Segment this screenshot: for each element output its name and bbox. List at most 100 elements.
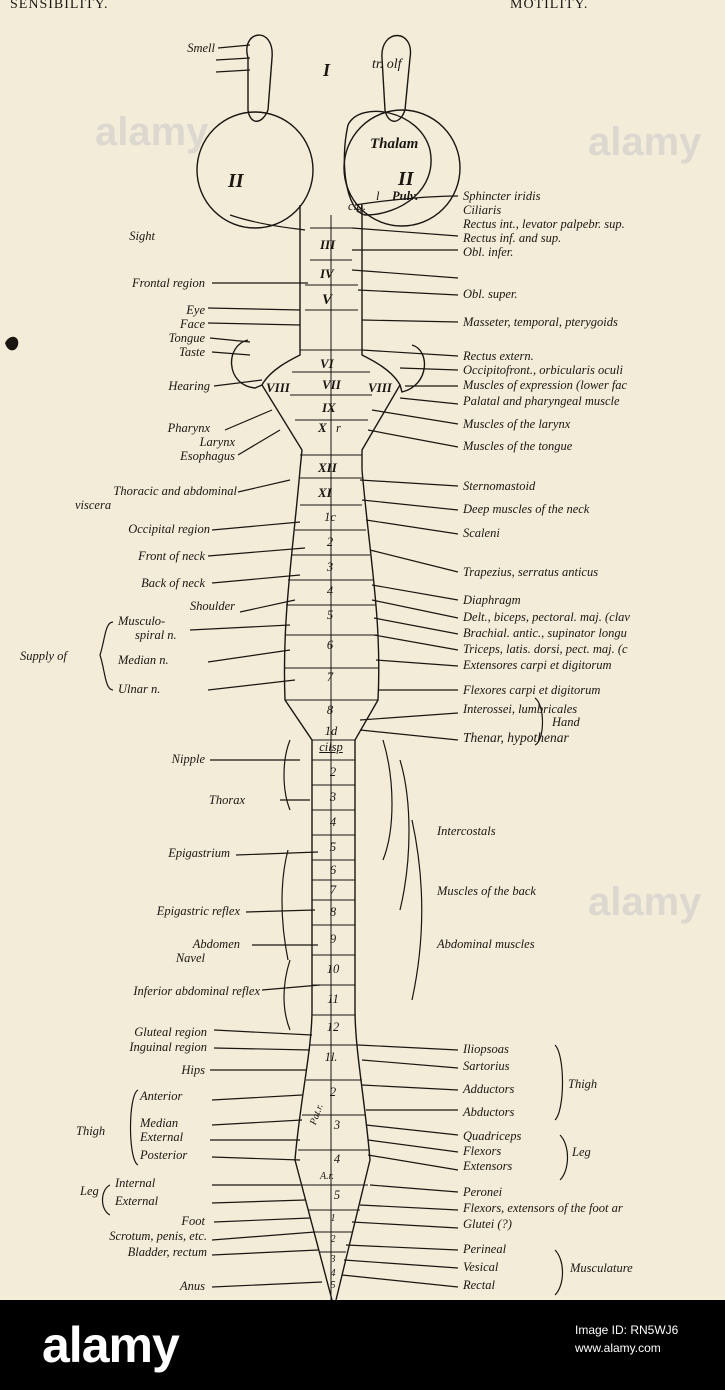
nucleus-x: X (318, 420, 327, 435)
label-muscles-expression: Muscles of expression (lower fac (463, 378, 628, 392)
label-esophagus: Esophagus (180, 449, 235, 463)
label-anus: Anus (180, 1279, 205, 1293)
label-trapezius: Trapezius, serratus anticus (463, 565, 599, 579)
ankle-reflex-label: A.r. (320, 1171, 334, 1182)
label-rectus-int: Rectus int., levator palpebr. sup. (463, 217, 625, 231)
label-spiral-n: spiral n. (135, 628, 177, 642)
label-thigh-posterior: Posterior (140, 1148, 188, 1162)
label-interossei: Interossei, lumbricales (463, 702, 578, 716)
label-abdomen: Abdomen (192, 937, 240, 951)
label-abductors: Abductors (463, 1105, 515, 1119)
label-palatal-pharyngeal: Palatal and pharyngeal muscle (463, 394, 620, 408)
label-hearing: Hearing (168, 379, 210, 393)
label-occipital-region: Occipital region (128, 522, 210, 536)
label-motor-leg: Leg (572, 1145, 591, 1159)
label-bladder-rectum: Bladder, rectum (127, 1245, 207, 1259)
label-pharynx: Pharynx (167, 421, 210, 435)
segment-s4: 4 (330, 1268, 336, 1279)
label-rectus-inf-sup: Rectus inf. and sup. (463, 231, 562, 245)
corpus-geniculatum-label: c.g. (348, 199, 367, 213)
label-rectus-extern: Rectus extern. (463, 349, 534, 363)
label-nipple: Nipple (171, 752, 205, 766)
label-obl-infer: Obl. infer. (463, 245, 514, 259)
label-navel: Navel (175, 951, 205, 965)
label-foot-flexors-extensors: Flexors, extensors of the foot ar (463, 1201, 623, 1215)
segment-t2: 2 (329, 765, 337, 779)
label-epigastric-reflex: Epigastric reflex (156, 904, 240, 918)
label-hand: Hand (552, 715, 580, 729)
label-ulnar-n: Ulnar n. (118, 682, 161, 696)
segment-t5: 5 (329, 840, 337, 854)
label-musculature: Musculature (570, 1261, 633, 1275)
label-glutei: Glutei (?) (463, 1217, 512, 1231)
label-thoracic-abdominal: Thoracic and abdominal (113, 484, 237, 498)
label-sartorius: Sartorius (463, 1059, 510, 1073)
label-median-n: Median n. (118, 653, 169, 667)
pulvinar-label: Pulv. (392, 189, 419, 203)
nucleus-iii: III (320, 237, 336, 252)
watermark-right-mid: alamy (588, 880, 702, 924)
label-deltoid: Delt., biceps, pectoral. maj. (clav (463, 610, 630, 624)
olfactory-numeral: I (323, 60, 331, 80)
label-gluteal-region: Gluteal region (134, 1025, 207, 1039)
segment-l5: 5 (333, 1188, 341, 1202)
label-deep-neck-muscles: Deep muscles of the neck (463, 502, 590, 516)
nucleus-ix: IX (322, 400, 336, 415)
label-sight: Sight (129, 229, 155, 243)
nucleus-v: V (322, 292, 333, 308)
segment-l3: 3 (333, 1118, 341, 1132)
label-thigh-median: Median (140, 1116, 179, 1130)
segment-t10: 10 (326, 962, 340, 976)
label-musculo: Musculo- (118, 614, 166, 628)
segment-c4: 4 (326, 584, 334, 598)
nucleus-viii-right: VIII (368, 380, 392, 395)
watermark-top: alamy (95, 110, 209, 154)
label-extensors: Extensors (463, 1159, 513, 1173)
label-flexores-carpi: Flexores carpi et digitorum (463, 683, 601, 697)
segment-t7: 7 (329, 883, 337, 897)
segment-c2: 2 (326, 535, 334, 549)
watermark-right-top: alamy (588, 120, 702, 164)
label-masseter: Masseter, temporal, pterygoids (463, 315, 618, 329)
alamy-logo: alamy (42, 1317, 180, 1373)
segment-t4: 4 (329, 815, 337, 829)
segment-l2: 2 (329, 1085, 337, 1099)
motility-header: MOTILITY. (510, 0, 589, 12)
label-larynx: Larynx (199, 435, 235, 449)
ink-blot (5, 336, 19, 351)
label-intercostals: Intercostals (437, 824, 496, 838)
label-thigh-external: External (140, 1130, 184, 1144)
label-motor-thigh: Thigh (568, 1077, 598, 1091)
label-rectal: Rectal (463, 1278, 495, 1292)
label-peronei: Peronei (463, 1185, 503, 1199)
label-perineal: Perineal (463, 1242, 507, 1256)
nucleus-xi: XI (318, 485, 332, 500)
nucleus-vi: VI (320, 356, 334, 371)
label-supply-of: Supply of (20, 649, 67, 663)
label-shoulder: Shoulder (189, 599, 235, 613)
stock-footer-bar (0, 1300, 725, 1390)
segment-t12: 12 (326, 1020, 340, 1034)
segment-s1: 1 (330, 1213, 336, 1224)
optic-numeral-right: II (398, 168, 414, 190)
label-extensores-carpi: Extensores carpi et digitorum (463, 658, 612, 672)
label-inferior-abdominal-reflex: Inferior abdominal reflex (133, 984, 260, 998)
segment-l1: 1l. (324, 1050, 338, 1064)
label-eye: Eye (186, 303, 205, 317)
site-url: www.alamy.com (575, 1341, 661, 1355)
segment-t1: 1d (324, 724, 338, 738)
label-abdominal-muscles: Abdominal muscles (437, 937, 535, 951)
label-triceps: Triceps, latis. dorsi, pect. maj. (c (463, 642, 628, 656)
segment-c3: 3 (326, 560, 334, 574)
label-thigh: Thigh (76, 1124, 106, 1138)
segment-s3: 3 (330, 1254, 336, 1265)
label-leg-internal: Internal (115, 1176, 156, 1190)
label-inguinal-region: Inguinal region (129, 1040, 207, 1054)
label-smell: Smell (187, 41, 215, 55)
segment-ciliospinal: cilsp (319, 740, 343, 754)
label-muscles-back: Muscles of the back (437, 884, 536, 898)
segment-c1: 1c (324, 510, 336, 524)
label-thorax: Thorax (208, 793, 245, 807)
nucleus-xii: XII (318, 460, 337, 475)
label-taste: Taste (179, 345, 205, 359)
